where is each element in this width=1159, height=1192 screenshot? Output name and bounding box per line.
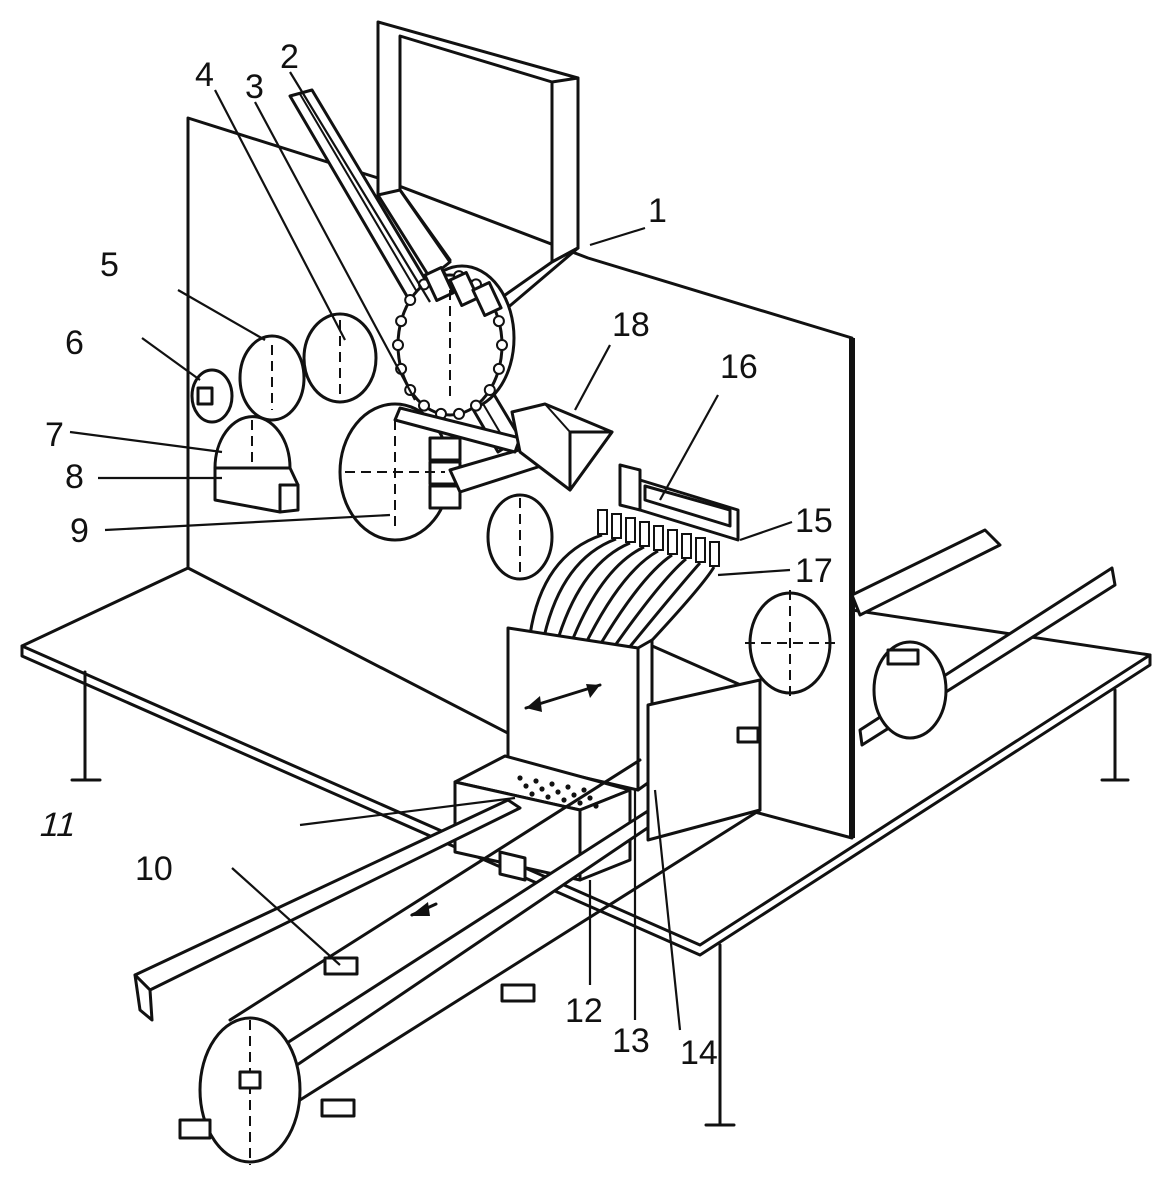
comb-tooth bbox=[653, 525, 664, 551]
pulley-6 bbox=[190, 368, 234, 424]
comb-tooth bbox=[681, 533, 692, 559]
label-17: 17 bbox=[795, 552, 833, 590]
pulley-4 bbox=[302, 312, 378, 404]
curved-tube bbox=[584, 549, 659, 644]
front-pulley bbox=[178, 758, 762, 1165]
comb-distributor bbox=[597, 463, 740, 567]
gear-tooth bbox=[395, 315, 408, 328]
box-hole bbox=[517, 775, 523, 781]
gear-tooth bbox=[418, 399, 430, 412]
box-hole bbox=[571, 792, 577, 798]
comb-tooth bbox=[625, 517, 636, 543]
comb-tooth bbox=[709, 541, 720, 567]
comb-tooth bbox=[611, 513, 622, 539]
feed-funnel bbox=[510, 402, 614, 492]
label-4: 4 bbox=[195, 56, 214, 94]
box-hole bbox=[545, 794, 551, 800]
label-7: 7 bbox=[45, 416, 64, 454]
gear-tooth bbox=[492, 315, 505, 328]
box-hole bbox=[587, 795, 593, 801]
label-2: 2 bbox=[280, 38, 299, 76]
label-11: 11 bbox=[36, 807, 81, 844]
gear-tooth bbox=[453, 407, 465, 420]
comb-tooth bbox=[695, 537, 706, 563]
gear-tooth bbox=[392, 339, 404, 351]
gear-tooth bbox=[496, 339, 508, 351]
label-14: 14 bbox=[680, 1034, 718, 1072]
gear-tooth bbox=[404, 294, 417, 306]
right-rails bbox=[850, 528, 1117, 747]
label-6: 6 bbox=[65, 324, 84, 362]
gear-tooth bbox=[470, 399, 482, 412]
box-hole bbox=[581, 787, 587, 793]
upper-gear bbox=[392, 264, 516, 420]
curved-tube bbox=[528, 533, 603, 636]
label-3: 3 bbox=[245, 68, 264, 106]
lower-rails bbox=[133, 678, 762, 1102]
comb-tooth bbox=[597, 509, 608, 535]
label-8: 8 bbox=[65, 458, 84, 496]
hopper-chute bbox=[376, 20, 580, 312]
comb-tooth bbox=[667, 529, 678, 555]
label-13: 13 bbox=[612, 1022, 650, 1060]
box-hole bbox=[529, 791, 535, 797]
label-10: 10 bbox=[135, 850, 173, 888]
comb-tooth bbox=[639, 521, 650, 547]
curved-tube bbox=[542, 537, 617, 638]
curved-tube bbox=[556, 541, 631, 640]
idler-pulley bbox=[486, 493, 554, 581]
box-hole bbox=[561, 797, 567, 803]
box-hole bbox=[577, 800, 583, 806]
curved-tube bbox=[598, 553, 673, 646]
box-hole bbox=[533, 778, 539, 784]
motor bbox=[213, 415, 300, 514]
label-5: 5 bbox=[100, 246, 119, 284]
label-15: 15 bbox=[795, 502, 833, 540]
gear-tooth bbox=[483, 384, 496, 396]
pulley-5 bbox=[238, 334, 306, 422]
curved-tube bbox=[626, 561, 702, 650]
label-1: 1 bbox=[648, 192, 667, 230]
label-12: 12 bbox=[565, 992, 603, 1030]
label-16: 16 bbox=[720, 348, 758, 386]
curved-tubes bbox=[528, 533, 716, 653]
leader-lines bbox=[69, 71, 793, 1031]
curved-tube bbox=[612, 557, 687, 648]
box-hole bbox=[593, 803, 599, 809]
label-18: 18 bbox=[612, 306, 650, 344]
gear-tooth bbox=[492, 362, 505, 375]
box-hole bbox=[523, 783, 529, 789]
box-hole bbox=[555, 789, 561, 795]
box-hole bbox=[549, 781, 555, 787]
box-hole bbox=[565, 784, 571, 790]
right-pulley bbox=[648, 590, 835, 700]
curved-tube bbox=[570, 545, 645, 642]
curved-tube bbox=[640, 566, 716, 653]
back-wall bbox=[186, 116, 855, 840]
guide-block bbox=[506, 626, 654, 792]
belt-carriers bbox=[320, 902, 536, 1118]
label-9: 9 bbox=[70, 512, 89, 550]
box-hole bbox=[539, 786, 545, 792]
